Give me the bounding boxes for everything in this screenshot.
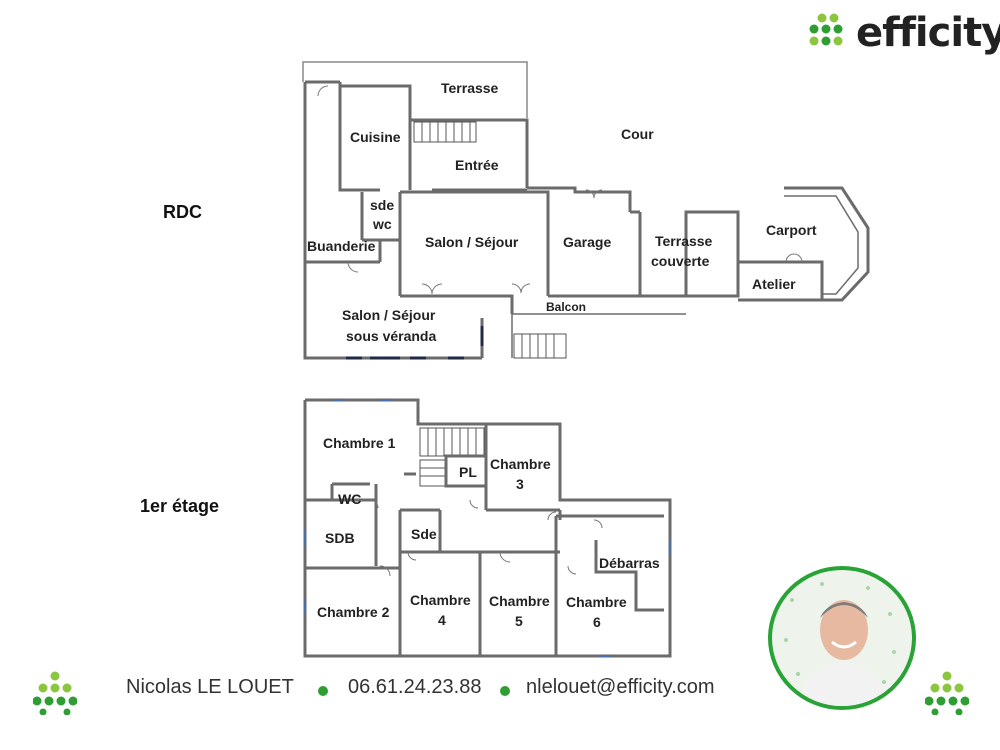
doors-first [369, 499, 603, 577]
stairs-first [419, 427, 488, 488]
separator-dot [500, 686, 510, 696]
room-garage: Garage [563, 234, 611, 250]
efficity-logo-icon [809, 13, 843, 46]
room-chambre6-1: Chambre [566, 594, 627, 610]
efficity-dots-icon [33, 671, 77, 715]
room-chambre6-2: 6 [593, 614, 601, 630]
room-sde: sde [370, 197, 394, 213]
room-terrasse: Terrasse [441, 80, 499, 96]
room-carport: Carport [766, 222, 817, 238]
contact-name: Nicolas LE LOUET [126, 676, 294, 698]
room-wc-first: WC [338, 491, 361, 507]
stairs-ground [413, 121, 567, 359]
efficity-dots-icon [925, 671, 969, 715]
room-buanderie: Buanderie [307, 238, 376, 254]
room-chambre3-1: Chambre [490, 456, 551, 472]
separator-dot [318, 686, 328, 696]
brand-name: efficity [856, 10, 1000, 56]
room-chambre5-1: Chambre [489, 593, 550, 609]
room-veranda-2: sous véranda [346, 328, 436, 344]
room-cour: Cour [621, 126, 654, 142]
room-pl: PL [459, 464, 477, 480]
room-chambre4-1: Chambre [410, 592, 471, 608]
agent-photo-illustration [784, 582, 896, 706]
room-chambre4-2: 4 [438, 612, 446, 628]
agent-photo [768, 566, 916, 710]
doors-ground [317, 85, 803, 295]
room-veranda-1: Salon / Séjour [342, 307, 436, 323]
room-debarras: Débarras [599, 555, 660, 571]
room-salon: Salon / Séjour [425, 234, 519, 250]
room-entree: Entrée [455, 157, 499, 173]
contact-phone[interactable]: 06.61.24.23.88 [348, 676, 482, 698]
room-atelier: Atelier [752, 276, 796, 292]
contact-email[interactable]: nlelouet@efficity.com [526, 676, 715, 698]
windows-first [304, 399, 671, 657]
room-balcon: Balcon [546, 300, 586, 314]
room-chambre5-2: 5 [515, 613, 523, 629]
room-sdb: SDB [325, 530, 355, 546]
level-label-ground: RDC [163, 202, 202, 222]
efficity-logo: efficity [808, 6, 1000, 58]
room-chambre3-2: 3 [516, 476, 524, 492]
room-wc: wc [372, 216, 392, 232]
room-sde-first: Sde [411, 526, 437, 542]
windows-ground [346, 326, 484, 360]
level-label-first: 1er étage [140, 496, 220, 516]
room-chambre2: Chambre 2 [317, 604, 390, 620]
room-cuisine: Cuisine [350, 129, 401, 145]
floor-plan: Terrasse Cour Cuisine Entrée sde wc Buan… [302, 61, 870, 658]
room-chambre1: Chambre 1 [323, 435, 396, 451]
room-terrasse-couverte-2: couverte [651, 253, 710, 269]
room-terrasse-couverte-1: Terrasse [655, 233, 713, 249]
